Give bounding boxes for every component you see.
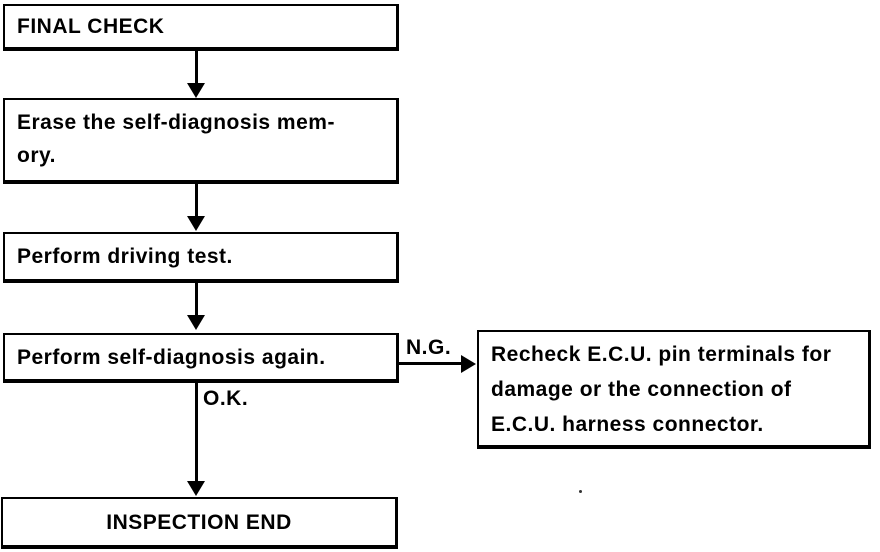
- node-driving-test: Perform driving test.: [3, 232, 399, 283]
- node-recheck-ecu-line1: Recheck E.C.U. pin terminals for: [491, 343, 832, 366]
- arrowhead-right-icon: [461, 355, 476, 373]
- node-inspection-end: INSPECTION END: [1, 497, 398, 549]
- arrowhead-down-icon: [187, 315, 205, 330]
- arrowhead-down-icon: [187, 481, 205, 496]
- node-final-check-label: FINAL CHECK: [17, 15, 165, 38]
- node-erase-memory: Erase the self-diagnosis mem- ory.: [3, 98, 399, 184]
- node-erase-memory-line1: Erase the self-diagnosis mem-: [17, 111, 335, 134]
- arrow-line-final-to-erase: [195, 51, 198, 85]
- edge-label-ng: N.G.: [406, 336, 452, 359]
- arrowhead-down-icon: [187, 83, 205, 98]
- node-driving-test-label: Perform driving test.: [17, 245, 233, 268]
- scan-speck: [579, 490, 582, 493]
- arrow-line-erase-to-driving: [195, 184, 198, 218]
- node-final-check: FINAL CHECK: [3, 4, 399, 51]
- arrow-line-ng-branch: [399, 362, 463, 365]
- edge-label-ok: O.K.: [203, 387, 249, 410]
- node-inspection-end-label: INSPECTION END: [106, 510, 292, 534]
- arrow-line-ok-branch: [195, 383, 198, 483]
- node-erase-memory-line2: ory.: [17, 144, 56, 167]
- node-recheck-ecu: Recheck E.C.U. pin terminals for damage …: [477, 330, 871, 449]
- arrowhead-down-icon: [187, 216, 205, 231]
- node-recheck-ecu-line3: E.C.U. harness connector.: [491, 413, 764, 436]
- arrow-line-driving-to-selfdiag: [195, 283, 198, 317]
- node-recheck-ecu-line2: damage or the connection of: [491, 378, 792, 401]
- node-self-diagnosis-again-label: Perform self-diagnosis again.: [17, 345, 326, 369]
- node-self-diagnosis-again: Perform self-diagnosis again.: [3, 333, 399, 383]
